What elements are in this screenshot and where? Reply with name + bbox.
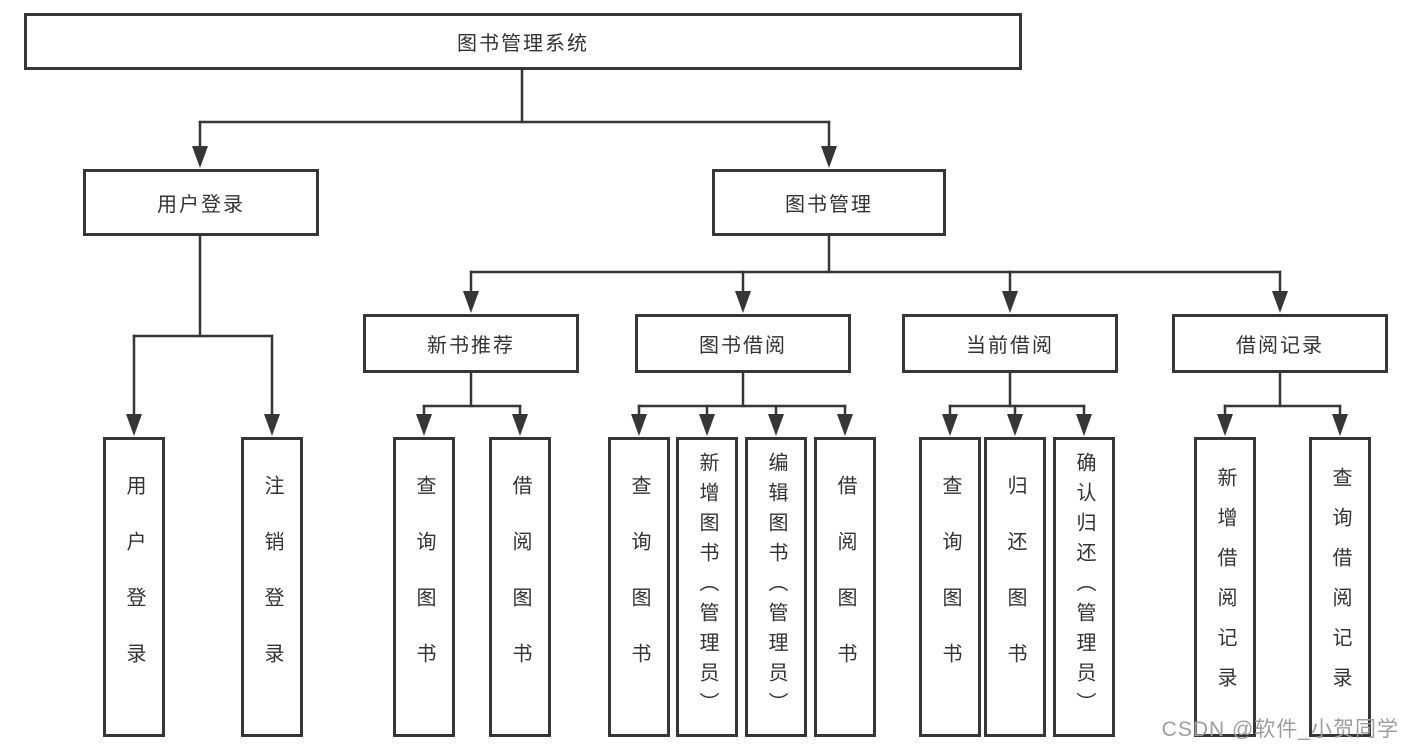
- leaf-confirm-return-admin-label: 确认归还（管理员）: [1073, 452, 1095, 722]
- node-book-borrowing: 图书借阅: [635, 314, 851, 373]
- node-user-login: 用户登录: [83, 169, 319, 236]
- node-book-management: 图书管理: [712, 169, 946, 236]
- leaf-edit-book-admin-label: 编辑图书（管理员）: [765, 452, 787, 722]
- node-new-book-recommend-label: 新书推荐: [427, 335, 515, 357]
- leaf-add-borrow-record-label: 新增借阅记录: [1214, 467, 1236, 707]
- leaf-borrow-book-1: 借阅图书: [489, 437, 551, 737]
- leaf-borrow-book-1-label: 借阅图书: [509, 475, 531, 699]
- node-current-borrowing: 当前借阅: [902, 314, 1118, 373]
- leaf-query-books-3-label: 查询图书: [939, 475, 961, 699]
- leaf-user-login-label: 用户登录: [123, 475, 145, 699]
- watermark: CSDN @软件_小贺同学: [1161, 718, 1399, 741]
- leaf-query-books-1: 查询图书: [393, 437, 455, 737]
- leaf-user-login: 用户登录: [103, 437, 165, 737]
- leaf-query-books-1-label: 查询图书: [413, 475, 435, 699]
- node-book-management-label: 图书管理: [785, 194, 873, 216]
- leaf-query-borrow-record: 查询借阅记录: [1309, 437, 1371, 737]
- leaf-borrow-book-2: 借阅图书: [814, 437, 876, 737]
- leaf-query-books-3: 查询图书: [919, 437, 981, 737]
- node-book-borrowing-label: 图书借阅: [699, 335, 787, 357]
- leaf-logout: 注销登录: [241, 437, 303, 737]
- node-root-label: 图书管理系统: [457, 33, 589, 55]
- leaf-query-borrow-record-label: 查询借阅记录: [1329, 467, 1351, 707]
- arrowheads: [126, 146, 1348, 436]
- leaf-return-book-label: 归还图书: [1004, 475, 1026, 699]
- node-borrow-records: 借阅记录: [1172, 314, 1388, 373]
- leaf-add-book-admin-label: 新增图书（管理员）: [696, 452, 718, 722]
- node-user-login-label: 用户登录: [157, 194, 245, 216]
- node-current-borrowing-label: 当前借阅: [966, 335, 1054, 357]
- leaf-add-book-admin: 新增图书（管理员）: [676, 437, 738, 737]
- leaf-query-books-2-label: 查询图书: [628, 475, 650, 699]
- node-new-book-recommend: 新书推荐: [363, 314, 579, 373]
- node-root: 图书管理系统: [24, 13, 1022, 70]
- leaf-logout-label: 注销登录: [261, 475, 283, 699]
- leaf-confirm-return-admin: 确认归还（管理员）: [1053, 437, 1115, 737]
- leaf-edit-book-admin: 编辑图书（管理员）: [745, 437, 807, 737]
- node-borrow-records-label: 借阅记录: [1236, 335, 1324, 357]
- leaf-borrow-book-2-label: 借阅图书: [834, 475, 856, 699]
- leaf-return-book: 归还图书: [984, 437, 1046, 737]
- leaf-add-borrow-record: 新增借阅记录: [1194, 437, 1256, 737]
- leaf-query-books-2: 查询图书: [608, 437, 670, 737]
